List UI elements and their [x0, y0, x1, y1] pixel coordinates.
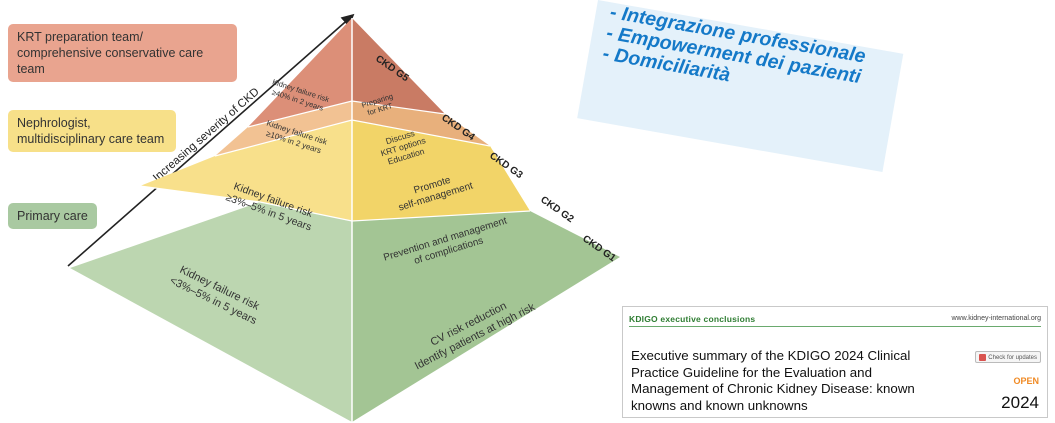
article-title-line-3: Management of Chronic Kidney Disease: kn… — [631, 381, 915, 396]
publication-year: 2024 — [1001, 393, 1039, 412]
article-title: Executive summary of the KDIGO 2024 Clin… — [631, 348, 961, 414]
journal-url: www.kidney-international.org — [951, 315, 1042, 322]
open-access-badge: OPEN — [1013, 376, 1039, 386]
legend-krt-team: KRT preparation team/ comprehensive cons… — [8, 24, 237, 82]
severity-arrow — [67, 13, 355, 267]
g5-left-face — [248, 18, 352, 127]
check-updates-icon — [979, 354, 986, 361]
g4-right-face — [352, 101, 490, 146]
legend-nephrologist: Nephrologist, multidisciplinary care tea… — [8, 110, 176, 152]
check-for-updates-button[interactable]: Check for updates — [975, 351, 1041, 363]
article-title-line-1: Executive summary of the KDIGO 2024 Clin… — [631, 348, 911, 363]
g4-left-face — [215, 101, 352, 156]
g3-left-face — [140, 120, 352, 221]
article-title-line-4: knowns and known unknowns — [631, 397, 808, 413]
g5-right-face — [352, 18, 445, 114]
g1-right-face — [352, 211, 620, 422]
g1-left-face — [70, 202, 352, 422]
check-updates-label: Check for updates — [988, 355, 1037, 361]
journal-section-label: KDIGO executive conclusions — [629, 314, 756, 324]
header-divider — [629, 326, 1041, 327]
article-title-line-2: Practice Guideline for the Evaluation an… — [631, 364, 872, 380]
article-snippet: KDIGO executive conclusions www.kidney-i… — [622, 306, 1048, 418]
legend-primary-care: Primary care — [8, 203, 97, 229]
